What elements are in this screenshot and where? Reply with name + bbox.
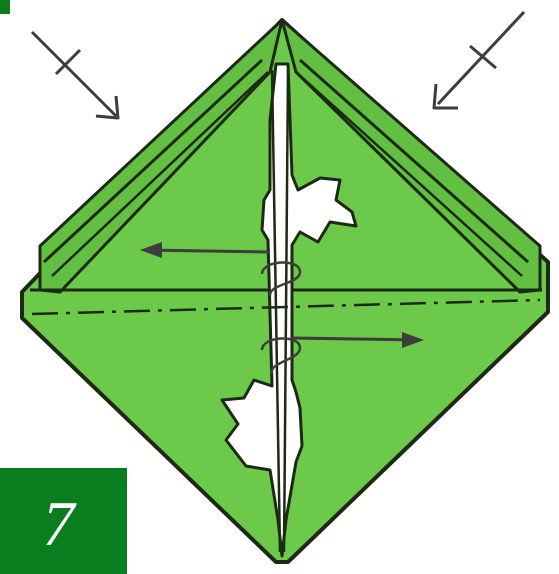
step-number: 7 bbox=[43, 492, 75, 556]
step-number-badge: 7 bbox=[0, 468, 127, 574]
push-arrow-icon bbox=[434, 12, 524, 108]
push-arrow-icon bbox=[32, 32, 118, 118]
corner-marker bbox=[0, 0, 10, 14]
